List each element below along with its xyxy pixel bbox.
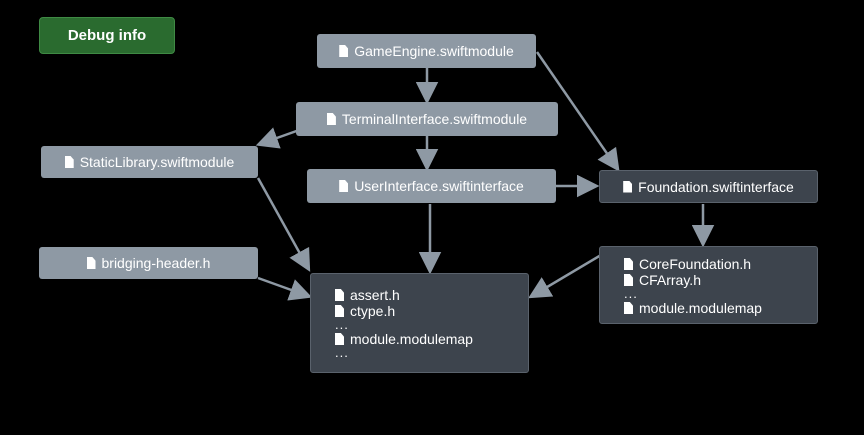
arrow-staticlibrary-to-libc xyxy=(256,177,311,272)
file-row: module.modulemap xyxy=(335,331,528,347)
file-row: CoreFoundation.h xyxy=(624,256,817,272)
node-label: StaticLibrary.swiftmodule xyxy=(79,154,235,170)
file-icon xyxy=(326,113,336,125)
arrow-gameengine-to-foundation xyxy=(535,51,620,172)
file-name: ctype.h xyxy=(350,303,396,319)
file-icon xyxy=(339,180,349,192)
file-icon xyxy=(64,156,74,168)
file-name: CFArray.h xyxy=(639,272,701,288)
node-bridging-header: bridging-header.h xyxy=(39,247,258,279)
file-icon xyxy=(86,257,96,269)
file-name: CoreFoundation.h xyxy=(639,256,752,272)
ellipsis: ... xyxy=(624,286,638,301)
file-icon xyxy=(623,180,633,193)
node-corefoundation-headers: CoreFoundation.h CFArray.h ... module.mo… xyxy=(599,246,818,324)
arrow-bridgingheader-to-libc xyxy=(257,276,313,301)
node-foundation-swiftinterface: Foundation.swiftinterface xyxy=(599,170,818,203)
ellipsis: ... xyxy=(335,345,349,360)
ellipsis: ... xyxy=(335,317,349,332)
file-icon xyxy=(624,258,633,270)
file-icon xyxy=(335,289,344,301)
node-userinterface-swiftinterface: UserInterface.swiftinterface xyxy=(307,169,556,203)
node-label: Foundation.swiftinterface xyxy=(638,178,794,195)
file-row: assert.h xyxy=(335,287,528,303)
file-row: module.modulemap xyxy=(624,300,817,316)
node-gameengine-swiftmodule: GameEngine.swiftmodule xyxy=(317,34,536,68)
node-label: bridging-header.h xyxy=(101,255,211,271)
arrow-corefoundation-to-libc xyxy=(528,253,602,299)
file-name: assert.h xyxy=(350,287,400,303)
file-name: module.modulemap xyxy=(350,331,473,347)
file-icon xyxy=(339,45,349,57)
file-row: ctype.h xyxy=(335,303,528,319)
node-label: GameEngine.swiftmodule xyxy=(354,43,514,59)
node-libc-headers: assert.h ctype.h ... module.modulemap ..… xyxy=(310,273,529,373)
file-row: CFArray.h xyxy=(624,272,817,288)
node-terminalinterface-swiftmodule: TerminalInterface.swiftmodule xyxy=(296,102,558,136)
file-icon xyxy=(335,333,344,345)
file-name: module.modulemap xyxy=(639,300,762,316)
node-label: TerminalInterface.swiftmodule xyxy=(341,111,528,127)
node-staticlibrary-swiftmodule: StaticLibrary.swiftmodule xyxy=(41,146,258,178)
debug-info-badge: Debug info xyxy=(39,17,175,54)
file-icon xyxy=(624,274,633,286)
node-label: UserInterface.swiftinterface xyxy=(354,178,524,194)
file-icon xyxy=(624,302,633,314)
file-icon xyxy=(335,305,344,317)
